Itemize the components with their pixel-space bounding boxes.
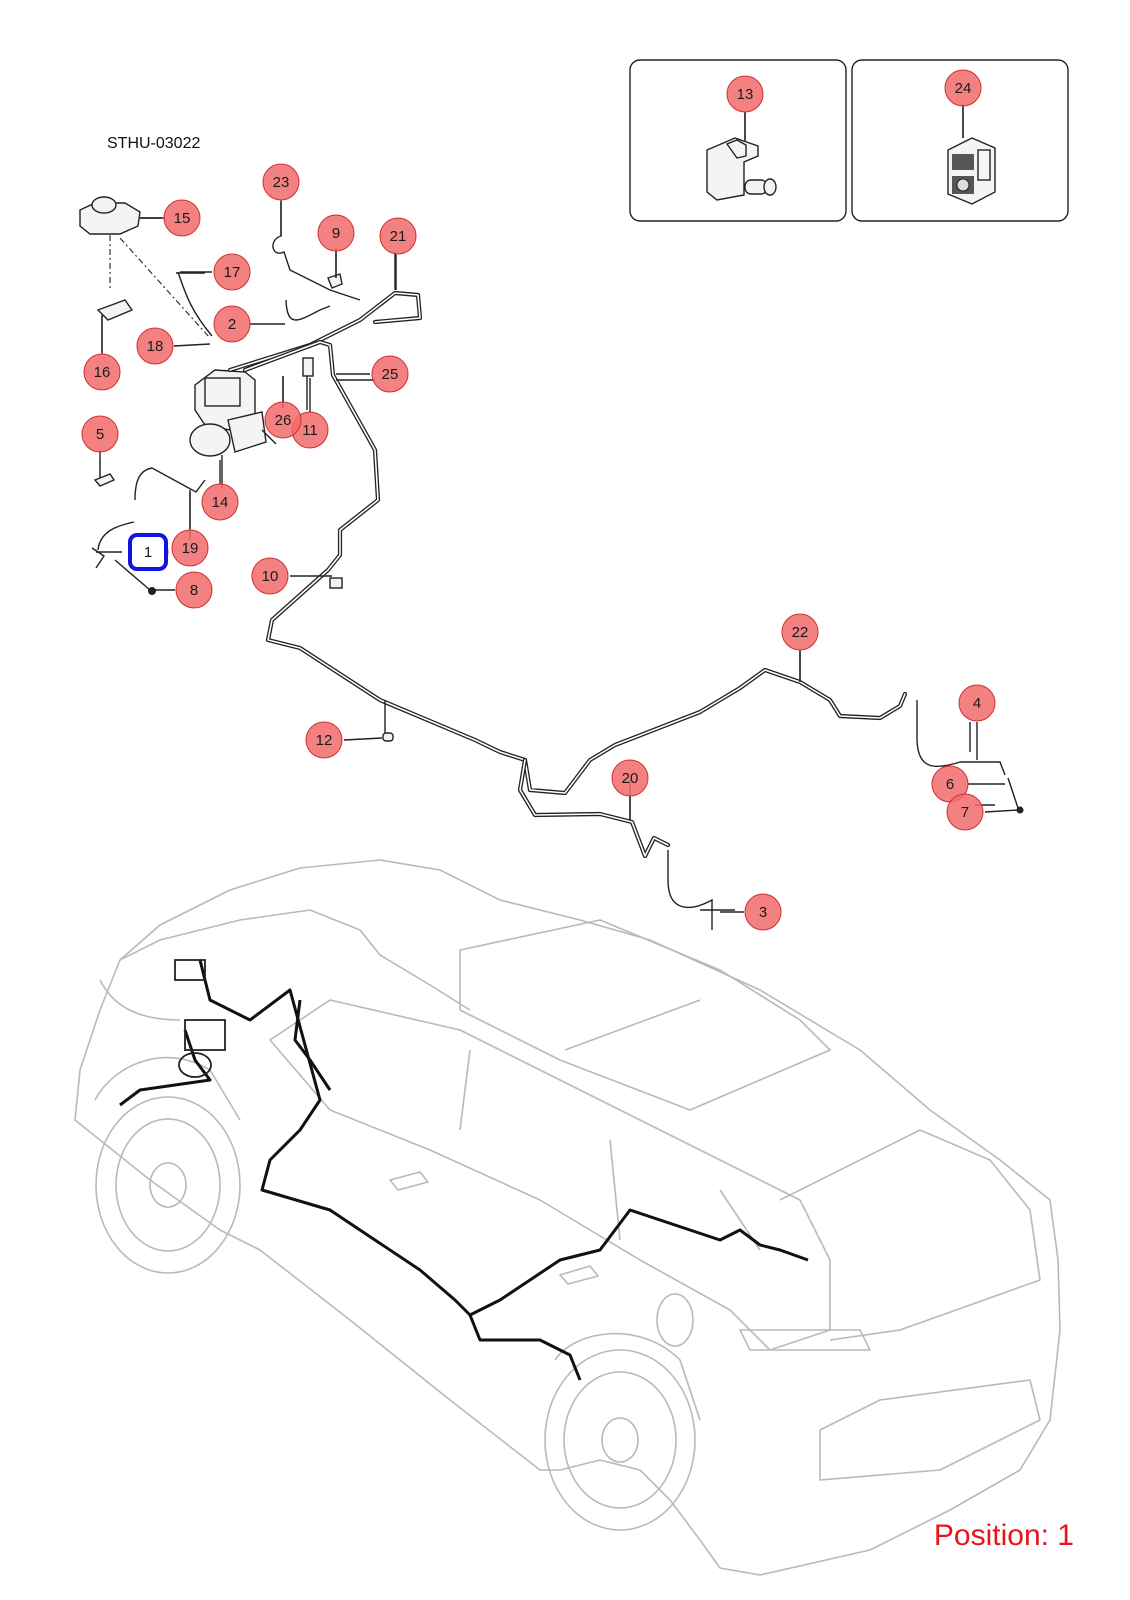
callout-number: 16: [94, 364, 111, 381]
callout-21[interactable]: 21: [379, 217, 417, 290]
callout-23[interactable]: 23: [262, 163, 300, 236]
callout-circle: [201, 483, 239, 521]
selected-callout-highlight: [128, 533, 168, 571]
callout-leader-line: [984, 809, 1019, 813]
callout-number: 7: [961, 804, 969, 821]
callout-circle: [213, 305, 251, 343]
callout-8[interactable]: 8: [152, 571, 213, 609]
callout-number: 4: [973, 695, 981, 712]
callout-number: 22: [792, 624, 809, 641]
callout-1[interactable]: 1: [96, 533, 169, 571]
callout-7[interactable]: 7: [946, 793, 1019, 831]
callout-leader-line: [343, 737, 383, 741]
callout-circle: [317, 214, 355, 252]
callout-circle: [611, 759, 649, 797]
callout-9[interactable]: 9: [317, 214, 355, 278]
callout-number: 20: [622, 770, 639, 787]
callout-circle: [213, 253, 251, 291]
vehicle-outline: [74, 859, 1061, 1576]
callout-circle: [379, 217, 417, 255]
callout-4[interactable]: 4: [958, 684, 996, 760]
callout-number: 2: [228, 316, 236, 333]
rear-hoses: [667, 700, 1024, 930]
callout-number: 15: [174, 210, 191, 227]
callout-number: 24: [955, 80, 972, 97]
callout-20[interactable]: 20: [611, 759, 649, 820]
callout-19[interactable]: 19: [171, 492, 209, 567]
callout-18[interactable]: 18: [136, 327, 211, 365]
callout-number: 13: [737, 86, 754, 103]
callout-24[interactable]: 24: [944, 69, 982, 138]
abs-modulator-group: [189, 357, 314, 488]
callout-circle: [726, 75, 764, 113]
callout-17[interactable]: 17: [180, 253, 251, 291]
callout-number: 25: [382, 366, 399, 383]
callout-16[interactable]: 16: [83, 316, 121, 391]
callout-number: 3: [759, 904, 767, 921]
inset-box-13: [629, 59, 847, 222]
callout-26[interactable]: 26: [264, 376, 302, 439]
callout-circle: [744, 893, 782, 931]
callout-circle: [262, 163, 300, 201]
callout-22[interactable]: 22: [781, 613, 819, 682]
callout-circle: [305, 721, 343, 759]
callout-14[interactable]: 14: [201, 460, 239, 521]
callout-circle: [175, 571, 213, 609]
callout-number: 14: [212, 494, 229, 511]
callout-circle: [958, 684, 996, 722]
diagram-code-label: STHU-03022: [107, 135, 200, 152]
reservoir-group: [79, 196, 213, 352]
callout-number: 26: [275, 412, 292, 429]
callout-number: 11: [302, 422, 318, 439]
callout-number: 6: [946, 776, 954, 793]
callout-10[interactable]: 10: [251, 557, 332, 595]
callout-number: 21: [390, 228, 407, 245]
callout-number: 9: [332, 225, 340, 242]
callout-number: 19: [182, 540, 199, 557]
callout-25[interactable]: 25: [336, 355, 409, 393]
position-label: Position: 1: [934, 1519, 1074, 1552]
callout-number: 18: [147, 338, 164, 355]
callout-circle: [264, 401, 302, 439]
callout-circle: [371, 355, 409, 393]
callout-circle: [251, 557, 289, 595]
inset-box-24: [851, 59, 1069, 222]
callout-circle: [944, 69, 982, 107]
callout-15[interactable]: 15: [140, 199, 201, 237]
callout-circle: [81, 415, 119, 453]
callout-13[interactable]: 13: [726, 75, 764, 140]
callout-number: 5: [96, 426, 104, 443]
callout-circle: [781, 613, 819, 651]
main-brake-lines: [242, 339, 908, 859]
callout-number: 8: [190, 582, 198, 599]
callout-3[interactable]: 3: [720, 893, 782, 931]
callout-2[interactable]: 2: [213, 305, 285, 343]
callout-number: 1: [144, 544, 152, 561]
callout-circle: [136, 327, 174, 365]
callout-leader-line: [173, 343, 211, 347]
callout-circle: [83, 353, 121, 391]
callout-circle: [946, 793, 984, 831]
callout-12[interactable]: 12: [305, 721, 383, 759]
callout-number: 10: [262, 568, 279, 585]
callout-number: 17: [224, 264, 241, 281]
callout-circle: [171, 529, 209, 567]
callout-number: 23: [273, 174, 290, 191]
callout-circle: [163, 199, 201, 237]
callout-layer: 1234567891011121314151617181920212223242…: [81, 69, 1019, 931]
callout-number: 12: [316, 732, 333, 749]
callout-5[interactable]: 5: [81, 415, 119, 478]
